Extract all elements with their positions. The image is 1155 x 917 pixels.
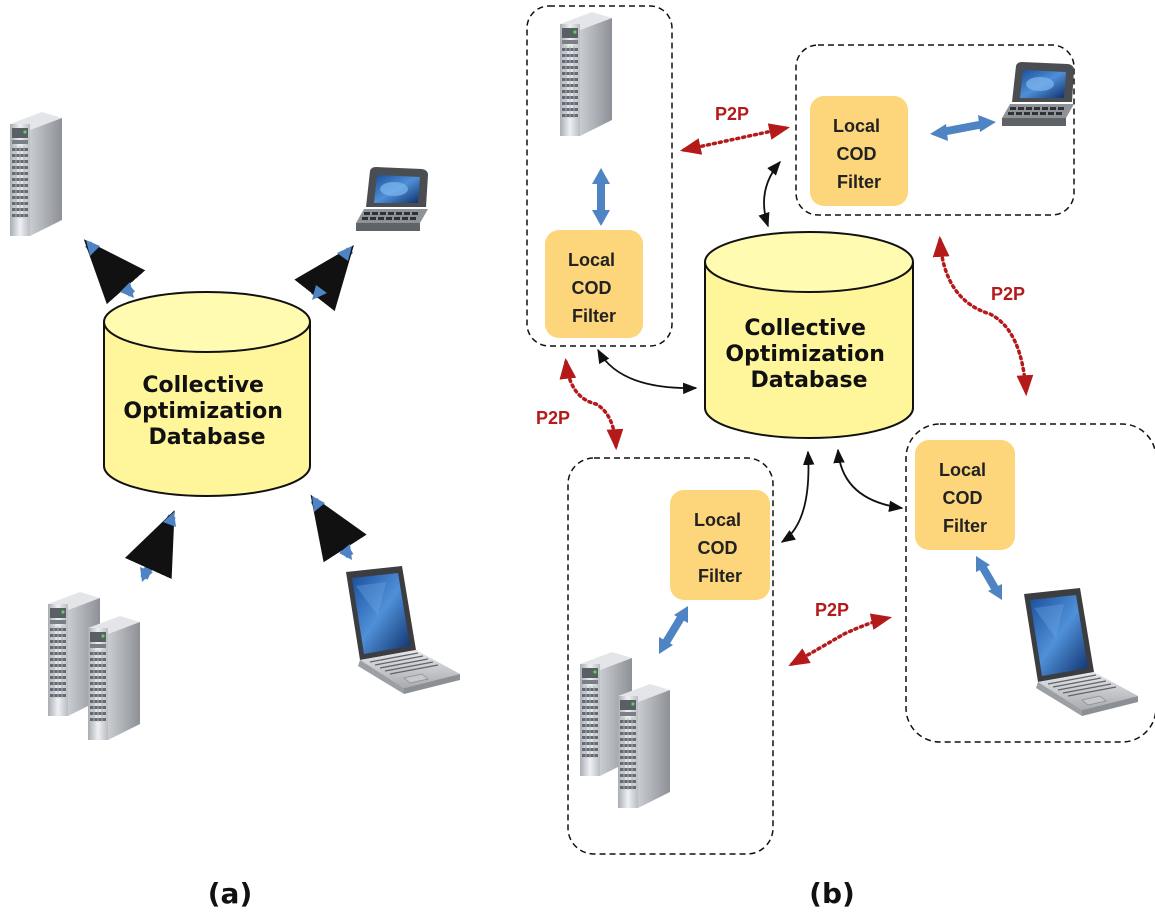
server-filter-db-link bbox=[597, 348, 698, 395]
pda-filter-link bbox=[941, 120, 985, 136]
database-label-line-3: Database bbox=[148, 425, 265, 450]
filter-line-2: COD bbox=[571, 278, 611, 298]
filter-line-1: Local bbox=[568, 250, 615, 270]
filter-line-1: Local bbox=[833, 116, 880, 136]
node-group-pda bbox=[795, 44, 1075, 216]
svg-text:Collective Optimizatio: Collective Optimization Database bbox=[725, 316, 892, 393]
database-label-line-1: Collective bbox=[142, 373, 264, 398]
svg-text:Local COD Filt: Local COD Filter bbox=[568, 250, 620, 326]
p2p-label-top: P2P bbox=[715, 104, 749, 124]
p2p-link-bottom bbox=[788, 613, 893, 667]
cluster-filter-link bbox=[661, 613, 686, 647]
database-b-label-line-1: Collective bbox=[744, 316, 866, 341]
svg-text:Local COD Filt: Local COD Filter bbox=[939, 460, 991, 536]
cod-filter-server: Local COD Filter bbox=[545, 230, 643, 338]
laptop-db-link bbox=[310, 494, 367, 563]
filter-line-1: Local bbox=[939, 460, 986, 480]
svg-text:Local COD Filt: Local COD Filter bbox=[694, 510, 746, 586]
node-group-laptop bbox=[905, 423, 1155, 743]
filter-line-3: Filter bbox=[572, 306, 616, 326]
server-icon bbox=[9, 111, 63, 237]
filter-line-1: Local bbox=[694, 510, 741, 530]
laptop-filter-link bbox=[978, 563, 1000, 593]
p2p-links bbox=[559, 123, 1034, 667]
cod-filter-laptop: Local COD Filter bbox=[915, 440, 1015, 550]
pda-icon bbox=[1002, 62, 1074, 126]
node-groups bbox=[526, 5, 1155, 855]
p2p-link-right bbox=[932, 235, 1034, 397]
device-filter-arrowheads bbox=[592, 115, 1002, 654]
filter-line-2: COD bbox=[697, 538, 737, 558]
pda-icon bbox=[356, 167, 428, 231]
laptop-filter-db-link bbox=[833, 448, 904, 512]
server-cluster-icon bbox=[47, 591, 141, 741]
cluster-db-link bbox=[124, 510, 176, 580]
laptop-icon bbox=[1023, 587, 1139, 717]
filter-line-3: Filter bbox=[698, 566, 742, 586]
server-cluster-icon bbox=[579, 651, 671, 809]
cod-filter-pda: Local COD Filter bbox=[810, 96, 908, 206]
database-cylinder-a: Collective Optimization Database bbox=[103, 291, 311, 497]
node-group-cluster bbox=[567, 457, 774, 855]
p2p-label-left: P2P bbox=[536, 408, 570, 428]
svg-text:Local COD Filt: Local COD Filter bbox=[833, 116, 885, 192]
node-group-server bbox=[526, 5, 673, 347]
cluster-filter-db-link bbox=[780, 450, 815, 543]
svg-text:Collective Optimizatio: Collective Optimization Database bbox=[123, 373, 290, 450]
server-db-link bbox=[83, 239, 146, 305]
pda-filter-db-link bbox=[758, 160, 781, 228]
database-b-label-line-3: Database bbox=[750, 368, 867, 393]
panel-a-label: (a) bbox=[208, 877, 253, 910]
device-filter-links bbox=[597, 120, 1000, 647]
link-arrowheads-a bbox=[86, 240, 352, 582]
filter-line-2: COD bbox=[942, 488, 982, 508]
p2p-label-bottom: P2P bbox=[815, 600, 849, 620]
filter-line-3: Filter bbox=[943, 516, 987, 536]
panel-b-label: (b) bbox=[809, 877, 855, 910]
cod-filter-cluster: Local COD Filter bbox=[670, 490, 770, 600]
p2p-link-left bbox=[559, 357, 624, 451]
p2p-link-top bbox=[679, 123, 791, 155]
panel-b: Collective Optimization Database Local C… bbox=[526, 5, 1155, 910]
database-cylinder-b: Collective Optimization Database bbox=[704, 231, 914, 439]
database-b-label-line-2: Optimization bbox=[725, 342, 884, 367]
filter-line-3: Filter bbox=[837, 172, 881, 192]
panel-a: Collective Optimization Database bbox=[9, 111, 461, 910]
filter-line-2: COD bbox=[836, 144, 876, 164]
server-icon bbox=[559, 11, 613, 137]
laptop-icon bbox=[345, 565, 461, 695]
p2p-label-right: P2P bbox=[991, 284, 1025, 304]
database-label-line-2: Optimization bbox=[123, 399, 282, 424]
